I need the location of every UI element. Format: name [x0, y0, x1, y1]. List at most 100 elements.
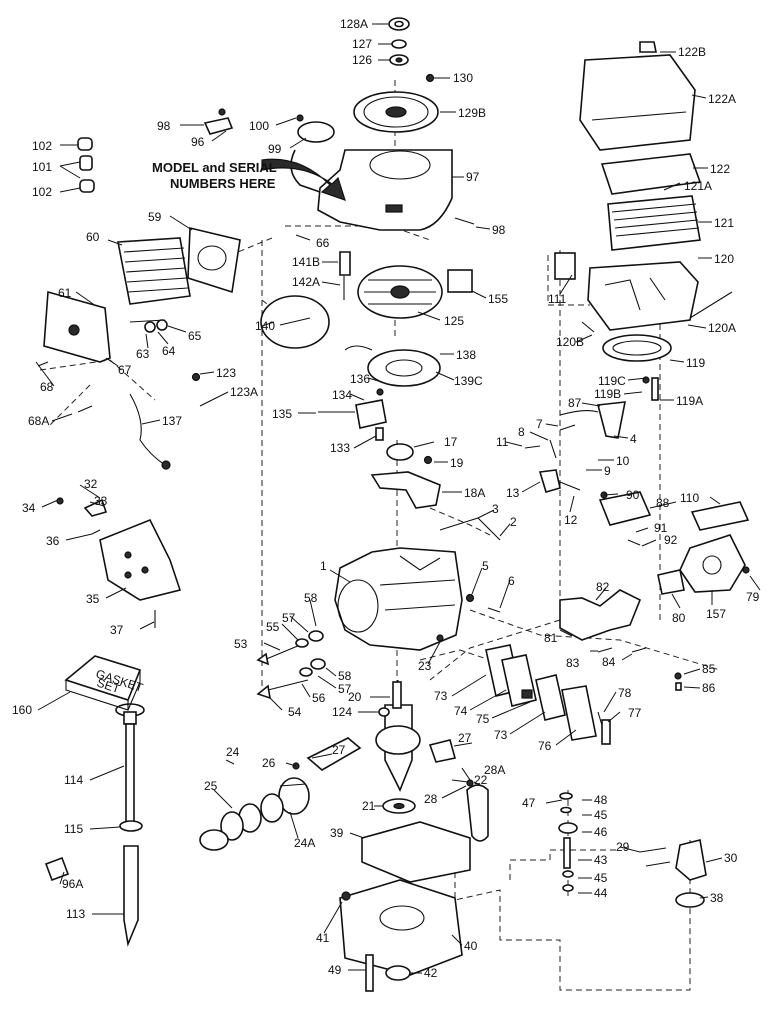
callout-label: 18A: [464, 486, 485, 500]
cover-99: [297, 121, 335, 143]
callout-label: 157: [706, 607, 726, 621]
callout-label: 115: [64, 822, 83, 836]
bracket-18a: [370, 471, 441, 509]
callout-label: 6: [508, 574, 515, 588]
callout-label: 98: [492, 223, 506, 237]
callout-label: 129B: [458, 106, 486, 120]
callout-label: 42: [424, 966, 438, 980]
callout-label: 120: [714, 252, 734, 266]
callout-label: 102: [32, 139, 52, 153]
carburetor-group: [559, 491, 750, 691]
callout-label: 4: [630, 432, 637, 446]
callout-label: 125: [444, 314, 464, 328]
callout-label: 126: [352, 53, 372, 67]
callout-label: 113: [66, 907, 85, 921]
callout-label: 49: [328, 963, 342, 977]
callout-label: 68: [40, 380, 54, 394]
callout-label: 96: [191, 135, 205, 149]
callout-label: 53: [234, 637, 248, 651]
callout-label: 24A: [294, 836, 315, 850]
label-155: [447, 269, 473, 293]
callout-label: 86: [702, 681, 716, 695]
callout-label: 54: [288, 705, 302, 719]
callout-label: 1: [320, 559, 327, 573]
callout-label: 83: [566, 656, 580, 670]
callout-label: 28A: [484, 763, 505, 777]
callout-label: 19: [450, 456, 464, 470]
washer-127: [391, 39, 407, 49]
bracket-35: [99, 518, 182, 601]
callout-label: 139C: [454, 374, 483, 388]
callout-label: 46: [594, 825, 608, 839]
alternator-139c: [367, 349, 441, 387]
crankshaft-group: [199, 681, 489, 851]
callout-label: 55: [266, 620, 280, 634]
callout-label: 33: [94, 494, 108, 508]
callout-label: 68A: [28, 414, 49, 428]
callout-label: 160: [12, 703, 32, 717]
callout-label: 114: [64, 773, 83, 787]
callout-label: 10: [616, 454, 630, 468]
callout-label: 58: [304, 591, 318, 605]
callout-label: 75: [476, 712, 490, 726]
callout-label: 21: [362, 799, 376, 813]
callout-label: 44: [594, 886, 608, 900]
callout-label: 58: [338, 669, 352, 683]
governor-22: [466, 784, 489, 842]
callout-label: 57: [282, 611, 296, 625]
callout-label: 64: [162, 344, 176, 358]
callout-label: 60: [86, 230, 100, 244]
callout-label: 121A: [684, 179, 712, 193]
gasket-110: [690, 501, 750, 531]
cylinder-head: [117, 237, 191, 305]
callout-label: 28: [424, 792, 438, 806]
callout-label: 127: [352, 37, 372, 51]
piston: [278, 777, 310, 815]
callout-label: 35: [86, 592, 100, 606]
callout-label: 136: [350, 372, 370, 386]
callout-label: 2: [510, 515, 517, 529]
callout-label: 141B: [292, 255, 320, 269]
leader-lines: [35, 23, 761, 974]
callout-label: 111: [548, 292, 567, 306]
callout-label: 87: [568, 396, 582, 410]
callout-label: 123: [216, 366, 236, 380]
callout-label: 7: [536, 417, 543, 431]
callout-label: 41: [316, 931, 330, 945]
callout-label: 100: [249, 119, 269, 133]
callout-label: 43: [594, 853, 608, 867]
engine-block-group: [256, 547, 501, 720]
callout-label: 137: [162, 414, 182, 428]
air-cleaner-base: [587, 261, 699, 331]
blower-housing-group: [77, 17, 475, 231]
callout-label: 32: [84, 477, 98, 491]
callout-label: 84: [602, 655, 616, 669]
callout-label: 119C: [598, 374, 626, 388]
callout-label: 61: [58, 286, 72, 300]
callout-label: 12: [564, 513, 578, 527]
callout-label: 96A: [62, 877, 83, 891]
callout-label: 76: [538, 739, 552, 753]
callout-label: 119B: [594, 387, 621, 401]
callout-label: 122A: [708, 92, 736, 106]
gasket-73b: [535, 674, 566, 721]
breather-76: [561, 685, 597, 741]
callout-label: 133: [330, 441, 350, 455]
callout-label: 27: [332, 743, 346, 757]
bracket-96: [203, 117, 234, 135]
callout-label: 119A: [676, 394, 703, 408]
blower-housing: [317, 149, 453, 231]
callout-label: 17: [444, 435, 458, 449]
callout-label: 66: [316, 236, 330, 250]
mounting-bracket-group: [56, 497, 182, 628]
ignition-coil: [355, 399, 387, 429]
callout-label: 135: [272, 407, 292, 421]
breather-group: [485, 644, 611, 745]
gasket-80: [657, 569, 685, 595]
callout-label: 9: [604, 464, 611, 478]
callout-label: 38: [710, 891, 724, 905]
callout-label: 79: [746, 590, 760, 604]
callout-label: 122B: [678, 45, 706, 59]
bracket-88: [598, 491, 652, 526]
callout-label: 48: [594, 793, 608, 807]
